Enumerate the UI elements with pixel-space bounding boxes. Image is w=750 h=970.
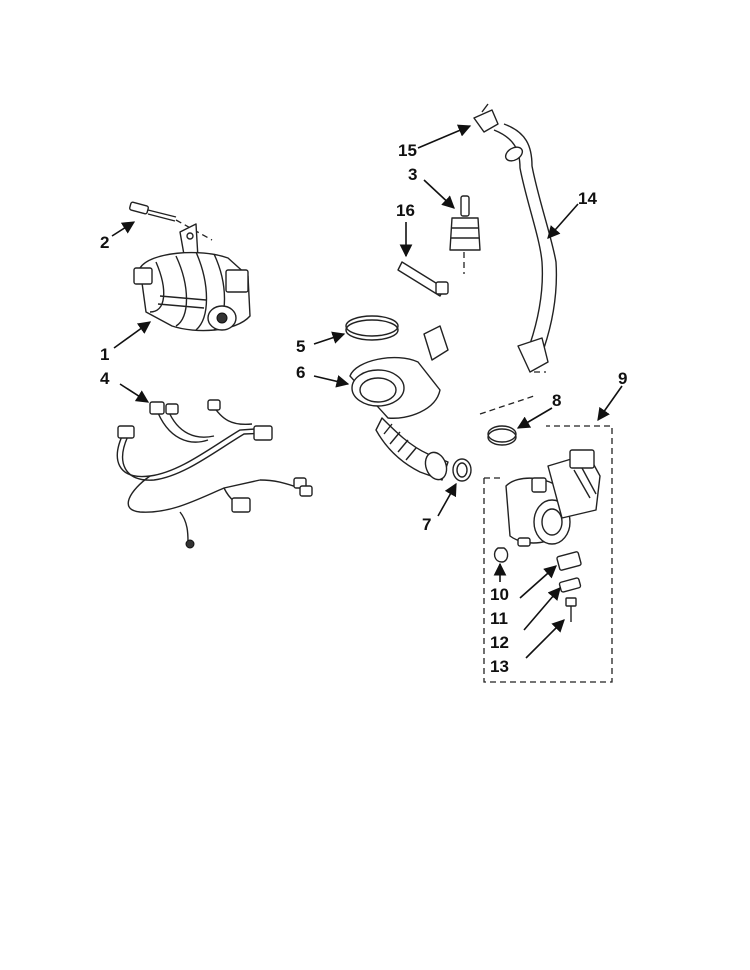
part-11-shape [556,551,582,571]
callout-7: 7 [422,515,431,534]
callout-13: 13 [490,657,509,676]
callout-1: 1 [100,345,109,364]
clamp-part [473,103,499,133]
callout-6: 6 [296,363,305,382]
callout-14: 14 [578,189,597,208]
sump-hose-part [349,325,449,481]
callout-3: 3 [408,165,417,184]
callout-9: 9 [618,369,627,388]
drain-hose-part [493,123,558,373]
callout-12: 12 [490,633,509,652]
callout-2: 2 [100,233,109,252]
wire-harness-part [116,399,313,549]
drain-pump-assembly [483,425,613,683]
callout-11: 11 [490,609,508,628]
gasket-part [452,458,472,482]
callout-8: 8 [552,391,561,410]
air-dome-part [449,195,481,274]
part-13-shape [565,597,577,622]
callout-labels: 2 1 4 3 16 15 14 5 6 7 8 9 10 11 12 13 [100,141,627,676]
clip-part [479,395,535,446]
part-12-shape [558,577,582,593]
callout-5: 5 [296,337,305,356]
pump-small-parts [493,547,582,622]
leader-lines [111,124,623,659]
part-10-shape [493,547,509,563]
hose-clamp-part [345,315,399,341]
screw-part [129,201,213,241]
drive-motor-part [133,223,251,332]
cable-tie-part [397,261,449,297]
callout-15: 15 [398,141,417,160]
callout-4: 4 [100,369,110,388]
callout-10: 10 [490,585,509,604]
callout-16: 16 [396,201,415,220]
